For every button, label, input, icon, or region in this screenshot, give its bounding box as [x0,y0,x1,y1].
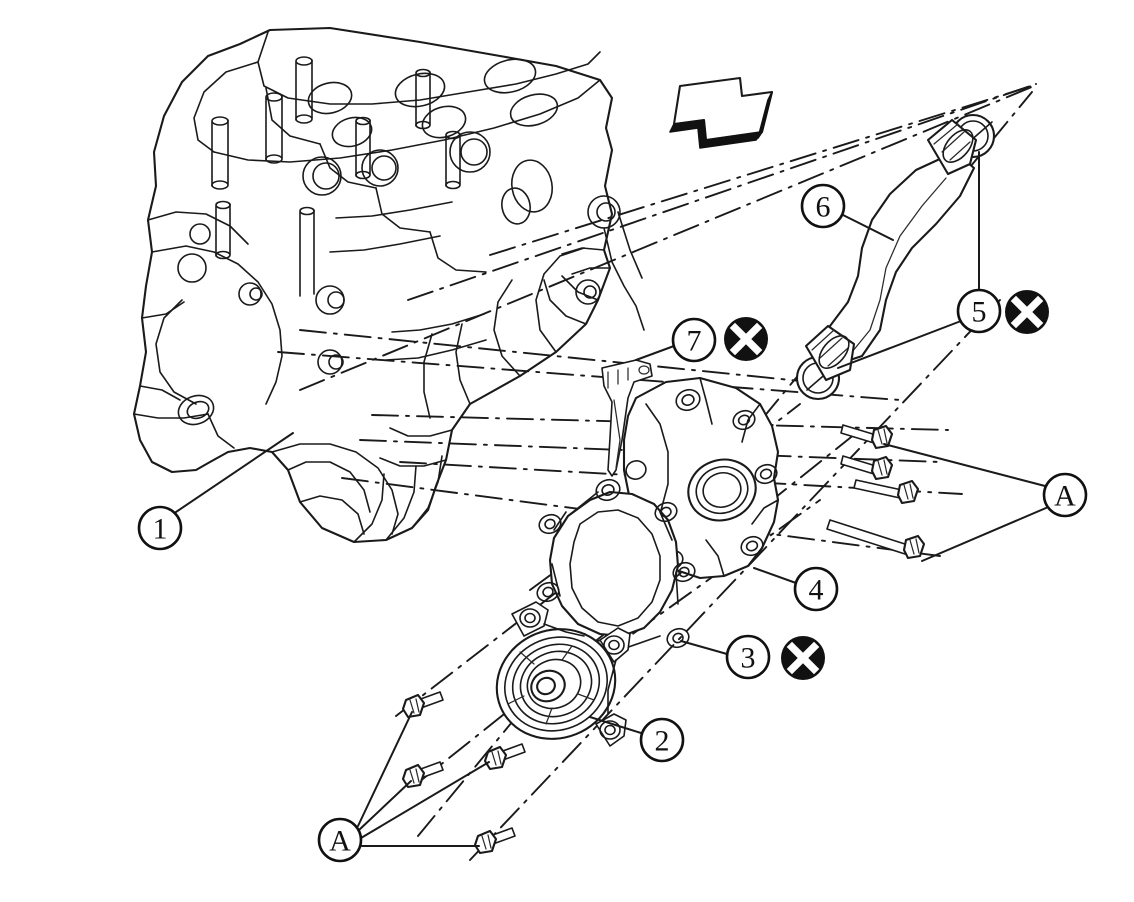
water-pump-pulley [495,601,631,747]
replace-x-stroke [786,641,820,675]
pulley-bolt-short [483,743,526,771]
mounting-bolt-long [826,519,926,560]
callout-7[interactable]: 7 [671,317,717,363]
bracket [601,359,653,477]
water-hose [804,118,978,382]
callout-A[interactable]: A [1042,472,1088,518]
callout-circle[interactable] [800,183,846,229]
callout-4[interactable]: 4 [793,566,839,612]
callout-circle[interactable] [639,717,685,763]
callout-circle[interactable] [725,634,771,680]
callout-label: 3 [741,642,756,675]
callout-label: 1 [153,513,168,546]
callout-label: 4 [809,574,824,607]
mounting-bolt-long [840,455,894,481]
callout-label: 5 [972,296,987,329]
pulley-bolt-short [473,827,516,855]
replace-marker-5 [1005,290,1049,334]
callout-circle[interactable] [671,317,717,363]
callout-5[interactable]: 5 [956,288,1002,334]
bolt-group-lower [401,691,526,855]
replace-marker-7 [724,317,768,361]
pulley-bolt-short [401,691,444,719]
callout-circle[interactable] [137,505,183,551]
callout-layer: 1 2 3 4 5 6 7A A [137,183,1088,863]
callout-circle[interactable] [1042,472,1088,518]
callout-circle[interactable] [956,288,1002,334]
callout-6[interactable]: 6 [800,183,846,229]
callout-circle[interactable] [317,817,363,863]
callout-1[interactable]: 1 [137,505,183,551]
callout-2[interactable]: 2 [639,717,685,763]
callout-label: 7 [687,325,702,358]
bolt-group-right [826,424,926,560]
leader-lines [175,151,1047,847]
callout-label: 2 [655,725,670,758]
replace-x-stroke [729,322,763,356]
callout-label: A [1054,480,1076,513]
cylinder-block [132,26,645,544]
callout-label: A [329,825,351,858]
replace-x-stroke [1010,295,1044,329]
replace-markers [724,290,1049,680]
hose-upper-collar [926,118,978,176]
callout-3[interactable]: 3 [725,634,771,680]
callout-label: 6 [816,191,831,224]
replace-marker-3 [781,636,825,680]
callout-circle[interactable] [793,566,839,612]
callout-A2[interactable]: A [317,817,363,863]
pulley-bolt-short [401,761,444,789]
vehicle-front-arrow [669,76,774,149]
water-pump-gasket [536,478,696,661]
mounting-bolt-long [853,479,920,505]
